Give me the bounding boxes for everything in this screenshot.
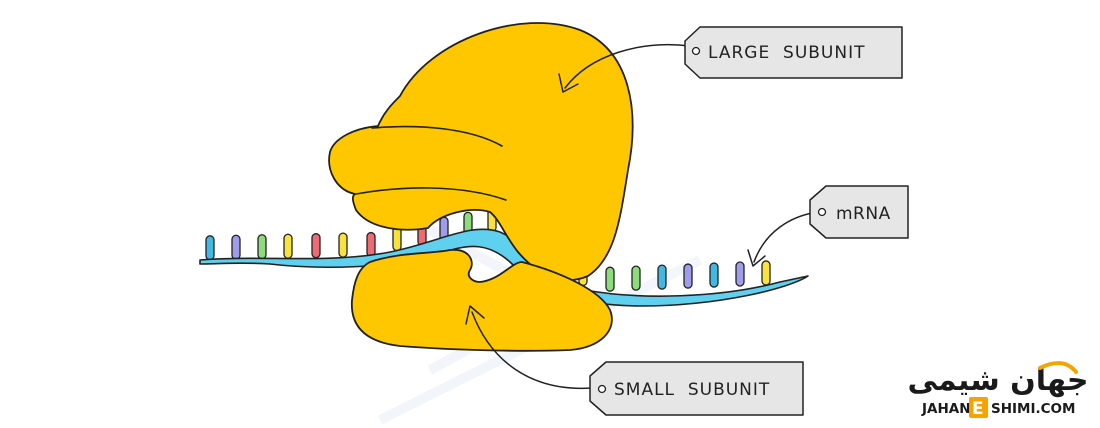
- brand-logo: جهان شیمی JAHAN E SHIMI.COM: [908, 361, 1089, 419]
- mrna-label: mRNA: [836, 204, 891, 224]
- mrna-base: [311, 233, 321, 259]
- mrna-base: [761, 260, 771, 286]
- curved-arrow-icon: [564, 43, 691, 89]
- small-subunit-body: [351, 249, 613, 352]
- large-subunit-callout: LARGE SUBUNIT: [558, 26, 903, 93]
- mrna-base: [338, 232, 348, 258]
- arrow-head-icon: [465, 305, 485, 325]
- large-subunit: [328, 22, 634, 281]
- arrow-head-icon: [558, 73, 579, 93]
- arrow-head-icon: [747, 249, 766, 267]
- small-subunit-label: SMALL SUBUNIT: [614, 380, 770, 400]
- mrna-base: [709, 262, 719, 288]
- large-subunit-fold-lower: [355, 187, 507, 201]
- mrna-base: [735, 261, 745, 287]
- mrna-base: [257, 234, 267, 260]
- curved-arrow-icon: [753, 211, 819, 263]
- small-subunit-callout: SMALL SUBUNIT: [465, 305, 804, 416]
- mrna-base: [283, 233, 293, 259]
- curved-arrow-icon: [471, 311, 593, 390]
- brand-latin-left: JAHAN: [921, 401, 971, 417]
- tag-hole-icon: [817, 207, 827, 217]
- large-subunit-body: [328, 22, 634, 281]
- large-subunit-tag: [684, 26, 903, 79]
- small-subunit-tag: [589, 361, 804, 416]
- large-subunit-label: LARGE SUBUNIT: [708, 43, 865, 63]
- mrna-base: [631, 265, 641, 291]
- brand-e-box: [969, 397, 988, 418]
- small-subunit: [351, 249, 613, 352]
- mrna-callout: mRNA: [747, 185, 909, 267]
- brand-persian-name: جهان شیمی: [908, 363, 1089, 398]
- brand-latin-right: SHIMI.COM: [991, 401, 1075, 417]
- brand-swoosh: [1038, 361, 1078, 374]
- tag-hole-icon: [597, 384, 607, 394]
- mrna-base: [683, 263, 693, 289]
- mrna-base: [657, 264, 667, 290]
- tag-hole-icon: [691, 46, 701, 56]
- large-subunit-fold: [371, 125, 503, 147]
- mrna-base: [231, 234, 241, 260]
- mrna-base: [605, 266, 615, 292]
- mrna-base: [205, 235, 215, 261]
- brand-latin-e: E: [972, 399, 984, 419]
- mrna-tag: [809, 185, 909, 239]
- mrna-base: [366, 231, 376, 258]
